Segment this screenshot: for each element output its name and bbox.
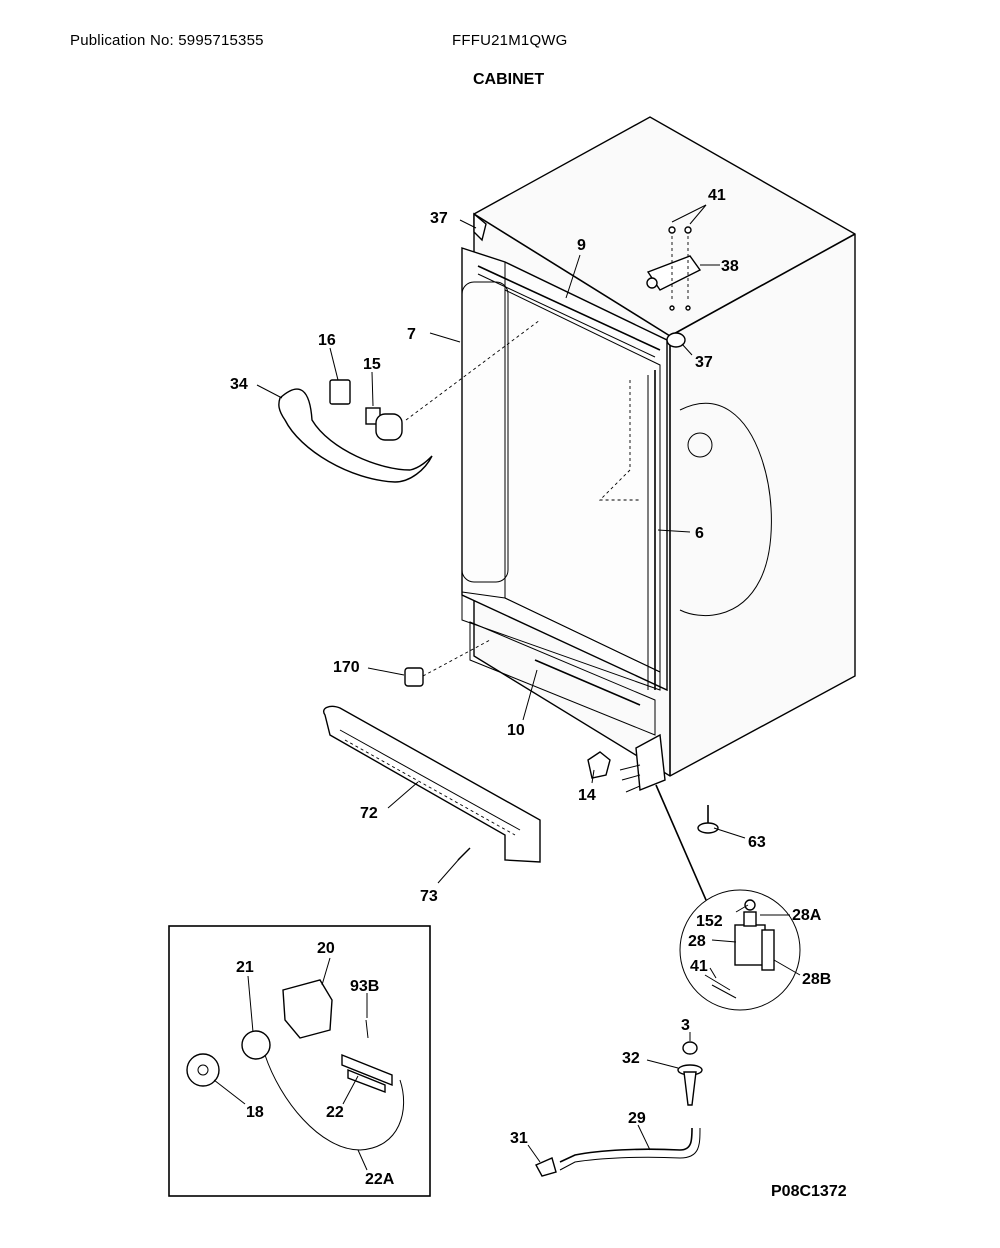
callout-16: 16 (318, 332, 336, 349)
callout-93B: 93B (350, 978, 379, 995)
callout-6: 6 (695, 525, 704, 542)
callout-72: 72 (360, 805, 378, 822)
publication-number: Publication No: 5995715355 (70, 32, 264, 49)
callout-37-right: 37 (695, 354, 713, 371)
kickplate (323, 705, 541, 863)
callout-22: 22 (326, 1104, 344, 1121)
callout-10: 10 (507, 722, 525, 739)
light-assembly (278, 319, 541, 483)
callout-73: 73 (420, 888, 438, 905)
callout-15: 15 (363, 356, 381, 373)
callout-22A: 22A (365, 1171, 395, 1188)
callout-41-inset: 41 (690, 958, 708, 975)
callout-38: 38 (721, 258, 739, 275)
callout-21: 21 (236, 959, 254, 976)
cabinet-body (461, 116, 856, 777)
callout-41: 41 (708, 187, 726, 204)
callout-63: 63 (748, 834, 766, 851)
callout-170: 170 (333, 659, 360, 676)
callout-37-top-left: 37 (430, 210, 448, 227)
callout-3: 3 (681, 1017, 690, 1034)
leveling-leg (697, 805, 719, 834)
callout-34: 34 (230, 376, 248, 393)
drain-assembly (535, 1041, 703, 1177)
section-title: CABINET (473, 71, 545, 88)
bottom-hinge (587, 733, 707, 901)
model-number: FFFU21M1QWG (452, 32, 568, 49)
top-hinge (473, 212, 702, 348)
hinge-detail-inset (679, 889, 801, 1011)
diagram-code: P08C1372 (771, 1183, 847, 1200)
callout-labels: 37 41 9 38 37 7 16 15 34 6 170 10 14 72 … (230, 187, 847, 1200)
callout-14: 14 (578, 787, 596, 804)
callout-29: 29 (628, 1110, 646, 1127)
part-170-clip (404, 667, 424, 687)
callout-31: 31 (510, 1130, 528, 1147)
leader-lines (213, 204, 801, 1171)
inset-box (168, 925, 431, 1197)
callout-18: 18 (246, 1104, 264, 1121)
callout-32: 32 (622, 1050, 640, 1067)
callout-28A: 28A (792, 907, 822, 924)
callout-28B: 28B (802, 971, 831, 988)
callout-9: 9 (577, 237, 586, 254)
callout-152: 152 (696, 913, 723, 930)
callout-7: 7 (407, 326, 416, 343)
callout-28: 28 (688, 933, 706, 950)
callout-20: 20 (317, 940, 335, 957)
